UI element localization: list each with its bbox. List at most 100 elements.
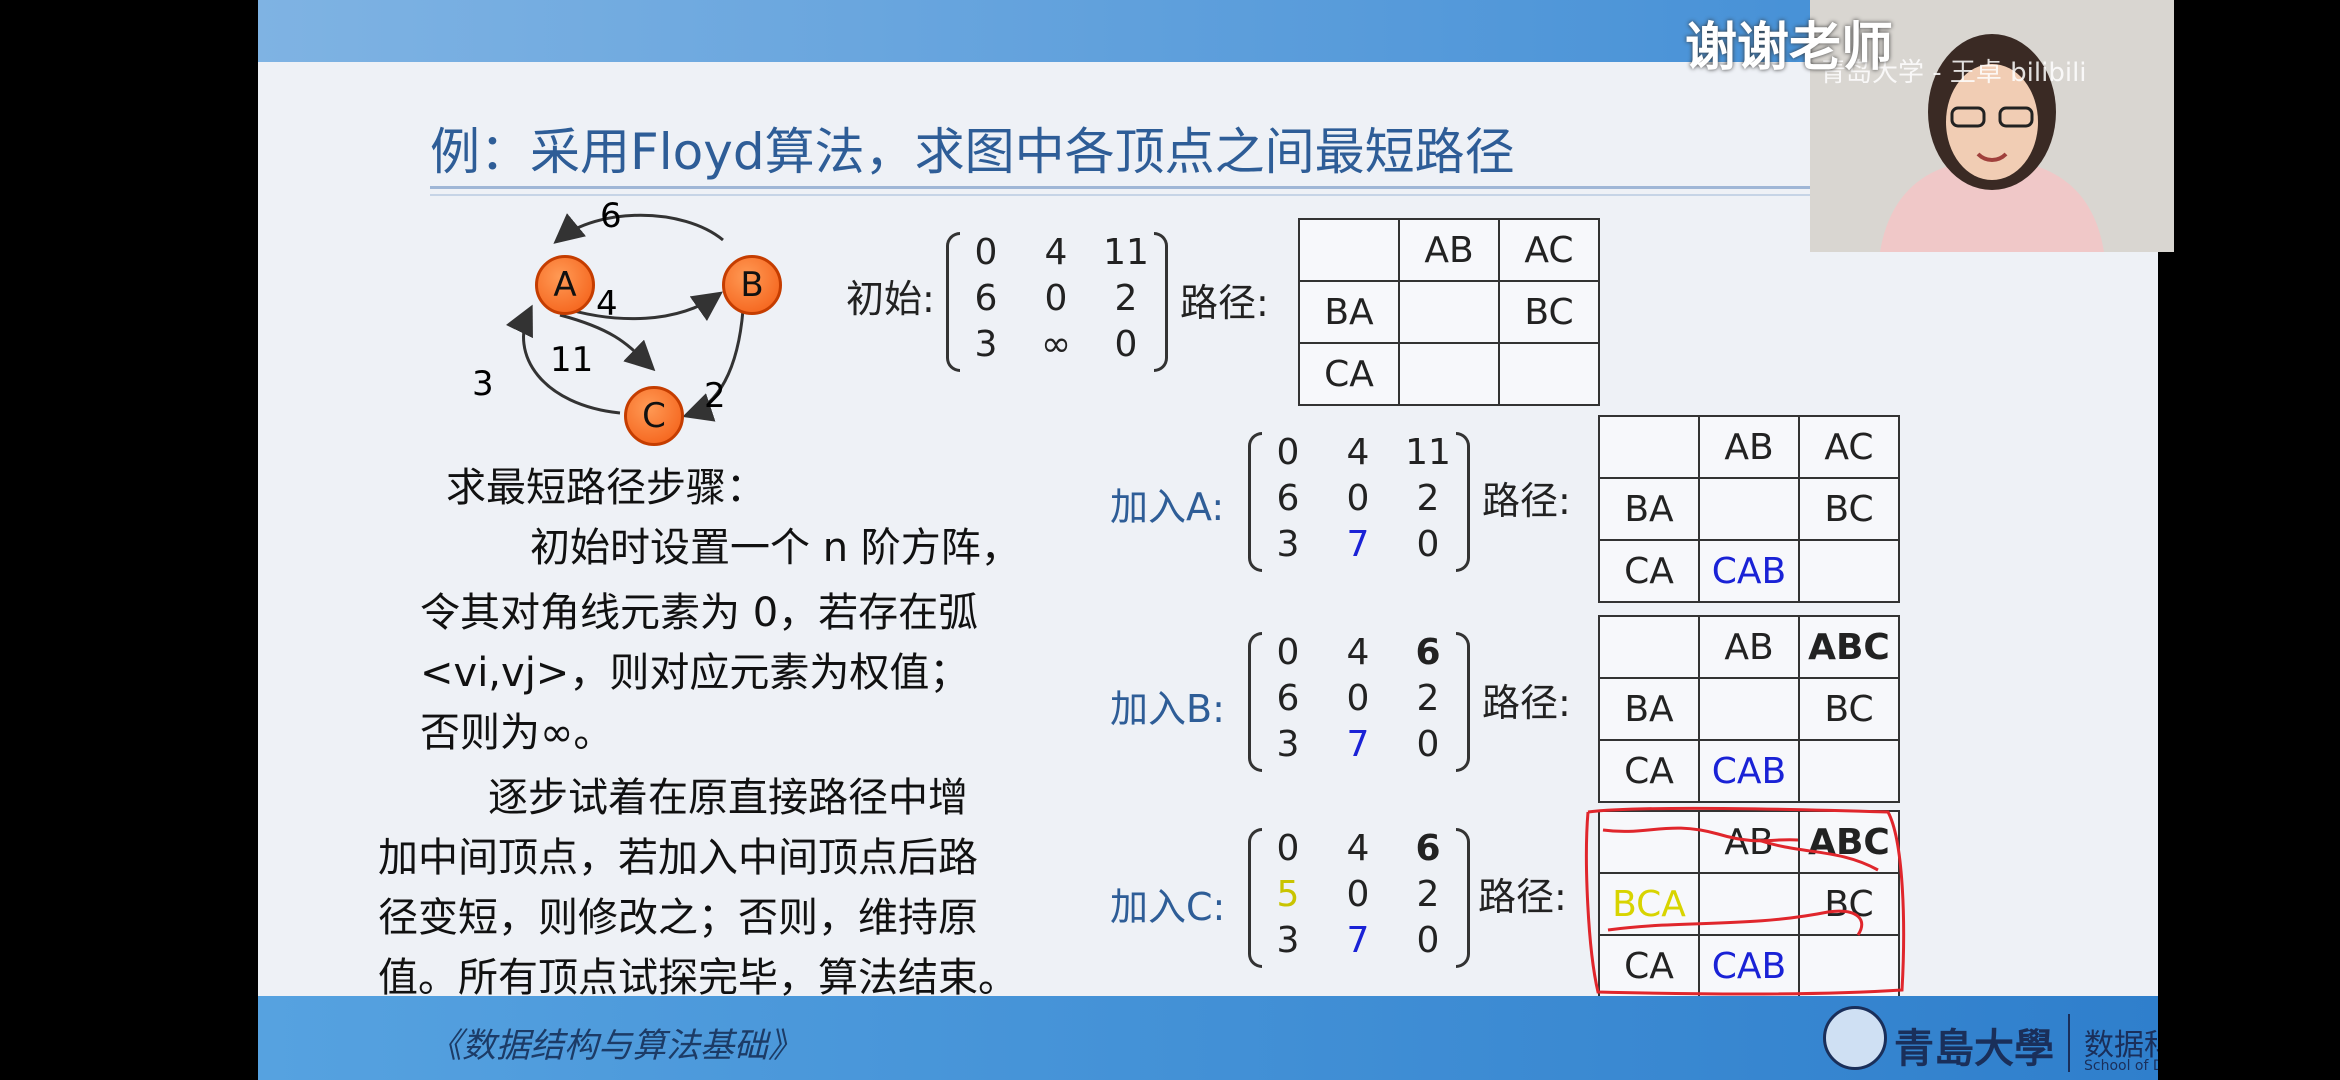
edge-weight-ca: 3 — [472, 364, 494, 404]
matrix-cell: 11 — [1103, 232, 1149, 273]
bilibili-watermark: 青岛大学 - 王卓 bilibili — [1820, 58, 2087, 88]
matrix-cell: 0 — [1044, 278, 1068, 319]
matrix-cell-updated: 6 — [1415, 632, 1441, 673]
matrix-cell: 0 — [1276, 828, 1300, 869]
graph-node-a: A — [535, 255, 595, 315]
matrix-cell: 0 — [1276, 632, 1300, 673]
title-divider-secondary — [430, 194, 2070, 196]
step-para1-line3: <vi,vj>，则对应元素为权值； — [420, 650, 970, 696]
graph-node-c: C — [624, 386, 684, 446]
matrix-cell: 0 — [1276, 432, 1300, 473]
matrix-cell: 4 — [1346, 828, 1370, 869]
matrix-bracket-right — [1456, 432, 1470, 572]
video-overlay-caption: 谢谢老师 — [1685, 18, 1894, 78]
stage-add-a-label: 加入A: — [1110, 485, 1225, 529]
path-cell — [1598, 615, 1700, 679]
path-cell: BC — [1498, 280, 1600, 344]
stage-add-c-label: 加入C: — [1110, 885, 1226, 929]
edge-b-to-a — [553, 213, 724, 244]
matrix-cell: 0 — [974, 232, 998, 273]
path-cell: CAB — [1698, 934, 1800, 998]
graph-node-b: B — [722, 255, 782, 315]
path-cell: BA — [1598, 677, 1700, 741]
matrix-cell: 3 — [974, 324, 998, 365]
matrix-cell: 11 — [1405, 432, 1451, 473]
path-cell: CA — [1298, 342, 1400, 406]
matrix-cell: 4 — [1346, 432, 1370, 473]
matrix-cell: ∞ — [1041, 324, 1071, 365]
matrix-cell: 0 — [1114, 324, 1138, 365]
path-cell — [1298, 218, 1400, 282]
stage-add-b-path-label: 路径: — [1482, 681, 1571, 725]
path-cell: BA — [1298, 280, 1400, 344]
path-cell: AC — [1798, 415, 1900, 479]
edge-b-to-c — [682, 309, 745, 422]
step-para2-line1: 逐步试着在原直接路径中增 — [488, 775, 968, 821]
path-cell — [1598, 415, 1700, 479]
stage-initial-matrix: 0 4 11 6 0 2 3 ∞ 0 — [946, 232, 1168, 372]
path-cell: ABC — [1798, 810, 1900, 874]
title-divider — [430, 186, 2070, 189]
matrix-cell: 4 — [1044, 232, 1068, 273]
footer-university: 青島大學 — [1894, 1025, 2054, 1072]
edge-a-to-b — [559, 291, 723, 322]
matrix-cell: 0 — [1416, 724, 1440, 765]
path-cell: BA — [1598, 477, 1700, 541]
matrix-cell-updated: 7 — [1346, 524, 1370, 565]
graph-diagram — [505, 213, 745, 422]
red-pen-annotation — [1584, 806, 1906, 996]
path-cell — [1798, 539, 1900, 603]
stage-add-b-label: 加入B: — [1110, 687, 1225, 731]
matrix-cell: 6 — [1415, 828, 1441, 869]
stage-initial-path-label: 路径: — [1180, 281, 1269, 325]
path-cell — [1598, 810, 1700, 874]
path-cell: BC — [1798, 872, 1900, 936]
matrix-cell: 3 — [1276, 724, 1300, 765]
matrix-cell: 0 — [1346, 478, 1370, 519]
path-cell — [1798, 934, 1900, 998]
stage-add-c-path-label: 路径: — [1478, 875, 1567, 919]
stage-add-c-matrix: 0 4 6 5 0 2 3 7 0 — [1248, 828, 1470, 968]
step-para1-line1: 初始时设置一个 n 阶方阵， — [530, 525, 1021, 571]
path-cell: CAB — [1698, 739, 1800, 803]
edge-weight-ac: 11 — [550, 340, 594, 380]
path-cell: AB — [1398, 218, 1500, 282]
matrix-cell: 7 — [1346, 920, 1370, 961]
matrix-cell: 3 — [1276, 920, 1300, 961]
matrix-bracket-left — [1248, 828, 1262, 968]
steps-heading: 求最短路径步骤： — [446, 465, 766, 511]
path-cell: CA — [1598, 739, 1700, 803]
matrix-cell: 0 — [1346, 678, 1370, 719]
path-cell: CA — [1598, 539, 1700, 603]
matrix-cell: 4 — [1346, 632, 1370, 673]
matrix-cell: 2 — [1416, 874, 1440, 915]
path-cell-updated: ABC — [1798, 615, 1900, 679]
path-cell: BC — [1798, 477, 1900, 541]
path-cell — [1398, 342, 1500, 406]
presenter-figure — [1810, 0, 2174, 252]
path-cell: AB — [1698, 415, 1800, 479]
matrix-cell: 0 — [1416, 524, 1440, 565]
path-cell: BC — [1798, 677, 1900, 741]
presenter-video — [1810, 0, 2174, 252]
path-cell — [1698, 677, 1800, 741]
matrix-bracket-left — [1248, 632, 1262, 772]
matrix-cell: 2 — [1114, 278, 1138, 319]
edge-a-to-c — [559, 313, 656, 372]
footer-book-title: 《数据结构与算法基础》 — [428, 1026, 802, 1066]
matrix-bracket-right — [1456, 828, 1470, 968]
stage-add-a-path-label: 路径: — [1482, 479, 1571, 523]
matrix-cell-updated: 5 — [1276, 874, 1300, 915]
university-seal — [1823, 1006, 1887, 1070]
path-cell: AB — [1698, 810, 1800, 874]
edge-c-to-a — [505, 304, 621, 415]
step-para2-line3: 径变短，则修改之；否则，维持原 — [378, 895, 978, 941]
edge-weight-bc: 2 — [704, 376, 726, 416]
stage-add-a-matrix: 0 4 11 6 0 2 3 7 0 — [1248, 432, 1470, 572]
matrix-cell: 2 — [1416, 678, 1440, 719]
matrix-cell: 2 — [1416, 478, 1440, 519]
